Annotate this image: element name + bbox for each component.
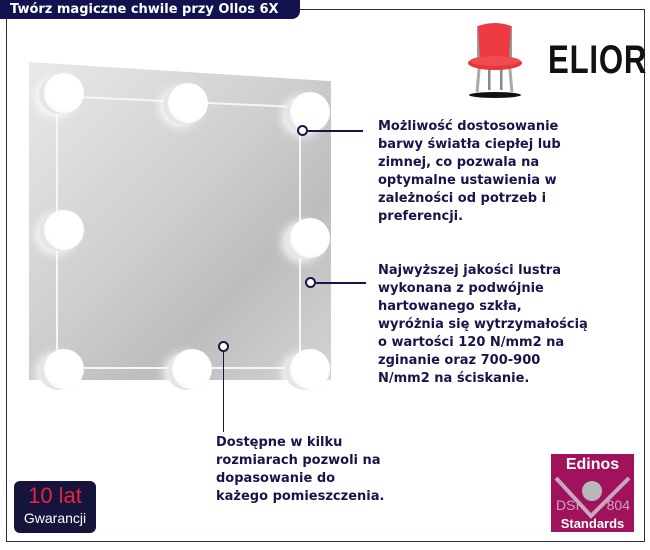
content-frame [6,9,645,542]
warranty-badge: 10 lat Gwarancji [14,481,96,533]
edinos-standards-badge: Edinos DSI 804 Standards [551,454,634,532]
bulb-icon [44,210,84,250]
callout-marker [305,277,316,288]
checkmark-icon [554,476,631,519]
bulb-icon [168,83,208,123]
callout-marker [297,125,308,136]
callout-line [308,130,363,132]
bulb-icon [172,349,212,389]
edinos-standards: Standards [560,516,625,531]
edinos-dsi: DSI [556,497,580,513]
page-title: Twórz magiczne chwile przy Ollos 6X [0,0,300,19]
callout-marker [218,341,229,352]
brand-name: ELIOR [548,38,648,82]
callout-line [316,282,366,284]
bulb-icon [44,349,84,389]
edinos-number: 804 [606,497,630,513]
bulb-icon [290,92,330,132]
edinos-title: Edinos [565,456,620,473]
bulb-icon [44,73,84,113]
warranty-label: Gwarancji [23,510,87,526]
callout-line [222,352,224,432]
warranty-years: 10 lat [28,483,82,508]
callout-color-temperature: Możliwość dostosowanie barwy światła cie… [378,119,561,224]
red-chair-icon [468,23,522,98]
callout-sizes: Dostępne w kilku rozmiarach pozwoli na d… [216,435,385,504]
bulb-icon [290,218,330,258]
callout-tempered-glass: Najwyższej jakości lustra wykonana z pod… [378,263,588,386]
bulb-icon [290,349,330,389]
